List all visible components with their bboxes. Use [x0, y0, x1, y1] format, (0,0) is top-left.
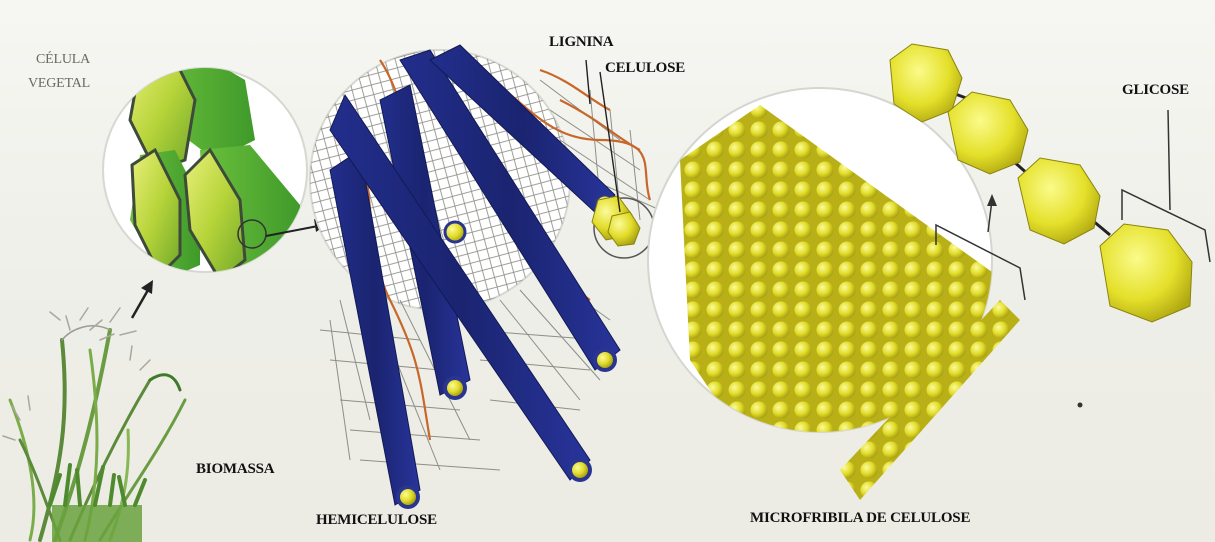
speck-dot	[1078, 403, 1083, 408]
label-hemicelulose: HEMICELULOSE	[316, 512, 437, 529]
cellulose-block	[592, 196, 640, 246]
label-celula: CÉLULA	[36, 52, 90, 68]
label-vegetal: VEGETAL	[28, 76, 90, 92]
arrow-biomass-to-cell	[132, 280, 153, 318]
label-lignina: LIGNINA	[549, 34, 613, 51]
label-glicose: GLICOSE	[1122, 82, 1189, 99]
label-celulose: CELULOSE	[605, 60, 685, 77]
hemicellulose-fiber-illustration	[300, 40, 660, 509]
biomass-grass-illustration	[3, 308, 185, 542]
label-biomassa: BIOMASSA	[196, 461, 274, 478]
plant-cell-illustration	[103, 45, 307, 290]
label-microfibrila: MICROFRIBILA DE CELULOSE	[750, 510, 970, 527]
